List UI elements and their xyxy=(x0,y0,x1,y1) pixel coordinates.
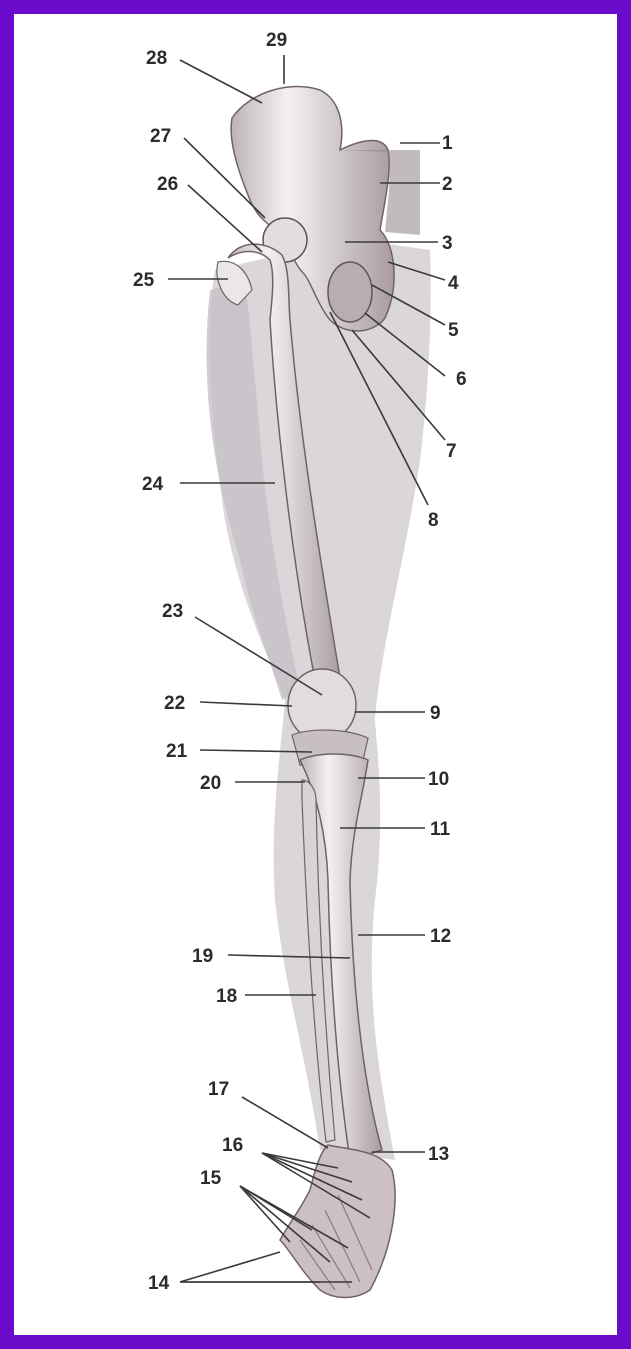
label-28: 28 xyxy=(146,48,167,69)
leader-14a xyxy=(180,1252,280,1282)
label-27: 27 xyxy=(150,126,171,147)
label-20: 20 xyxy=(200,773,221,794)
label-12: 12 xyxy=(430,926,451,947)
leader-15a xyxy=(240,1186,290,1242)
label-14: 14 xyxy=(148,1273,170,1294)
label-6: 6 xyxy=(456,369,467,390)
label-24: 24 xyxy=(142,474,164,495)
label-18: 18 xyxy=(216,986,237,1007)
label-21: 21 xyxy=(166,741,188,762)
label-13: 13 xyxy=(428,1144,449,1165)
label-11: 11 xyxy=(430,819,451,840)
label-19: 19 xyxy=(192,946,213,967)
label-10: 10 xyxy=(428,769,449,790)
label-3: 3 xyxy=(442,233,453,254)
label-4: 4 xyxy=(448,273,459,294)
label-7: 7 xyxy=(446,441,457,462)
label-8: 8 xyxy=(428,510,439,531)
label-2: 2 xyxy=(442,174,453,195)
label-22: 22 xyxy=(164,693,185,714)
label-16: 16 xyxy=(222,1135,243,1156)
label-9: 9 xyxy=(430,703,441,724)
leader-22 xyxy=(200,702,292,706)
label-29: 29 xyxy=(266,30,287,51)
label-23: 23 xyxy=(162,601,183,622)
leader-28 xyxy=(180,60,262,103)
label-25: 25 xyxy=(133,270,155,291)
label-15: 15 xyxy=(200,1168,222,1189)
label-17: 17 xyxy=(208,1079,229,1100)
label-5: 5 xyxy=(448,320,459,341)
label-1: 1 xyxy=(442,133,453,154)
label-26: 26 xyxy=(157,174,178,195)
